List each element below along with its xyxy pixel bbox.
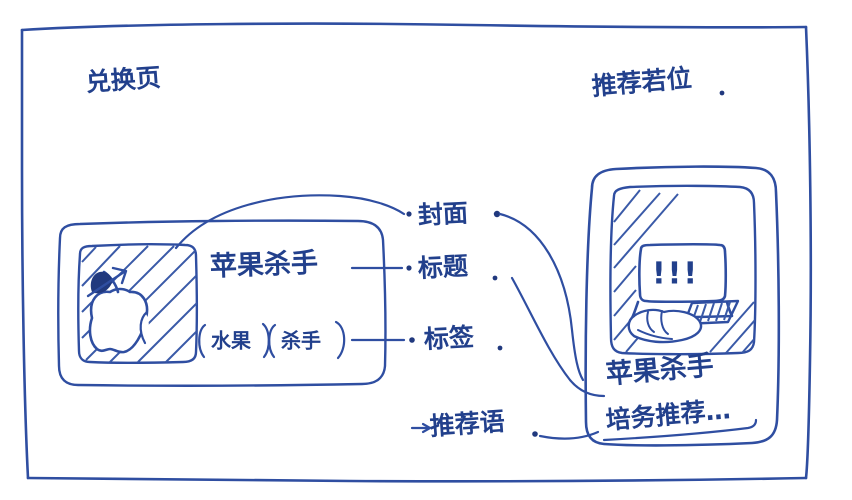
recommendation-card[interactable]: !!! 苹果杀手 [584, 165, 781, 447]
callout-title-bullet [406, 265, 412, 271]
callout-title: 标题 [406, 251, 498, 283]
tag-label-0: 水果 [211, 329, 251, 353]
callout-tags: 标签 [409, 322, 503, 354]
callout-cover-bullet [406, 211, 412, 217]
feed-row[interactable]: 苹果杀手 水果 杀手 [57, 219, 387, 387]
heading-right: 推荐若位 [591, 63, 725, 101]
outer-frame [20, 22, 813, 483]
leader-lines-left [174, 194, 406, 342]
feed-row-title: 苹果杀手 [209, 247, 318, 283]
callout-title-label: 标题 [417, 251, 468, 283]
callout-tags-anchor [497, 345, 503, 351]
laptop-screen-fill [641, 247, 723, 299]
callout-blurb: 推荐语 [410, 407, 538, 441]
callout-tags-label: 标签 [423, 322, 475, 354]
laptop-illustration: !!! [609, 184, 757, 356]
recommendation-card-blurb: 培务推荐… [605, 395, 732, 435]
hand-icon [627, 308, 703, 344]
callout-blurb-bullet [532, 431, 538, 437]
tag-chip-1[interactable]: 杀手 [268, 320, 346, 360]
heading-left-text: 兑换页 [85, 63, 162, 97]
callout-cover-anchor [493, 210, 501, 218]
callout-blurb-label: 推荐语 [429, 407, 506, 441]
recommendation-card-title: 苹果杀手 [604, 349, 714, 390]
heading-left: 兑换页 [85, 63, 162, 97]
apple-icon [86, 266, 149, 354]
heading-right-dot [719, 90, 725, 96]
callout-cover: 封面 [406, 198, 501, 230]
tag-label-1: 杀手 [281, 329, 321, 353]
callout-title-anchor [492, 275, 498, 281]
laptop-screen-text: !!! [652, 257, 699, 292]
heading-right-text: 推荐若位 [591, 63, 693, 101]
connector-curves [498, 212, 606, 440]
cover-thumbnail[interactable] [77, 243, 198, 364]
callout-cover-label: 封面 [417, 198, 468, 230]
tag-chip-0[interactable]: 水果 [198, 322, 270, 359]
feed-row-tags[interactable]: 水果 杀手 [198, 320, 346, 360]
callout-tags-bullet [409, 337, 415, 343]
